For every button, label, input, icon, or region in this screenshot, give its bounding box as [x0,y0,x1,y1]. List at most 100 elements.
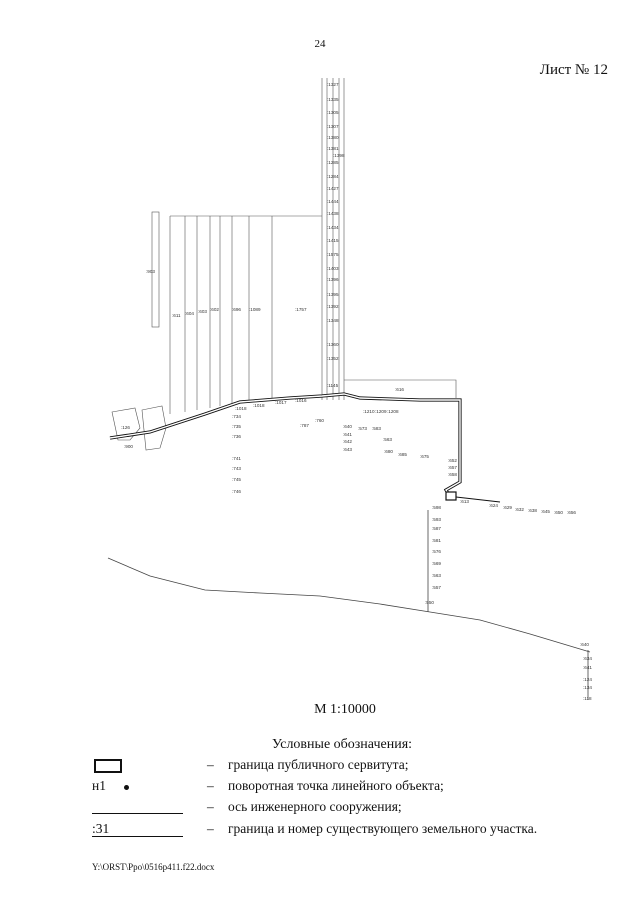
parcel-label: :124 [583,677,592,682]
parcel-label: :743 [232,466,241,471]
parcel-label: :1392 [327,304,339,309]
legend-dash: – [207,778,214,793]
parcel-label: :1210 [363,409,375,414]
parcel-label: :1089 [249,307,261,312]
parcel-label: :1018 [253,403,265,408]
parcel-label: :1348 [327,318,339,323]
parcel-label: :1434 [327,225,339,230]
legend-item-engineering-axis: – ось инженерного сооружения; [0,799,640,819]
document-file-path: Y:\ORST\Ppo\0516p411.f22.docx [92,862,215,872]
parcel-label: :1285 [327,160,339,165]
parcel-label: :736 [232,434,241,439]
turning-point-dot-icon [124,785,129,790]
parcel-label: :573 [358,426,367,431]
parcel-label: :1380 [327,135,339,140]
parcel-label: :1575 [327,252,339,257]
parcel-label: :583 [372,426,381,431]
parcel-label: :576 [432,549,441,554]
parcel-label: :1381 [327,146,339,151]
parcel-label: :1395 [327,292,339,297]
parcel-label: :557 [432,585,441,590]
parcel-label: :118 [583,696,592,701]
parcel-label: :593 [432,517,441,522]
parcel-label: :1017 [275,400,287,405]
parcel-label: :656 [567,510,576,515]
legend-title: Условные обозначения: [272,737,413,752]
legend-description: граница публичного сервитута; [228,757,409,772]
parcel-label: :741 [232,456,241,461]
parcel-label: :1360 [327,342,339,347]
parcel-label: :1444 [327,199,339,204]
engineering-axis-line [92,813,183,814]
parcel-label: :602 [210,307,219,312]
legend-description: поворотная точка линейного объекта; [228,778,444,793]
parcel-label: :1403 [327,266,339,271]
cadastral-map: :1327 :1335 :1305 :1307 :1380 :1381 :139… [107,78,592,701]
parcel-label: :675 [420,454,429,459]
parcel-label: :1757 [295,307,307,312]
parcel-label: :735 [232,424,241,429]
parcel-label: :629 [503,505,512,510]
parcel-label: :569 [432,561,441,566]
parcel-label: :616 [395,387,404,392]
parcel-label: :1398 [333,153,345,158]
parcel-label: :134 [583,685,592,690]
turning-point-label: н1 [92,778,106,793]
parcel-label: :1396 [327,277,339,282]
parcel-label: :613 [460,499,469,504]
legend-item-turning-point: н1 – поворотная точка линейного объекта; [0,778,640,798]
parcel-label: :1352 [327,356,339,361]
parcel-label: :1284 [327,174,339,179]
parcel-label: :641 [583,665,592,670]
parcel-label: :1335 [327,97,339,102]
parcel-label: :640 [580,642,589,647]
servitude-corridor [109,392,501,503]
parcel-label: :1327 [327,82,339,87]
parcel-label: :1208 [387,409,399,414]
parcel-label: :652 [448,458,457,463]
parcel-label: :563 [383,437,392,442]
parcel-label: :126 [121,425,130,430]
parcel-label: :903 [146,269,155,274]
parcel-label: :685 [398,452,407,457]
parcel-label: :734 [232,414,241,419]
parcel-label: :1307 [327,124,339,129]
parcel-label: :638 [528,508,537,513]
legend-description: ось инженерного сооружения; [228,799,402,814]
parcel-label: :645 [541,509,550,514]
parcel-label: :563 [432,573,441,578]
parcel-label: :1145 [327,383,339,388]
legend-dash: – [207,799,214,814]
map-scale: М 1:10000 [314,702,376,717]
parcel-label: :604 [185,311,194,316]
parcel-label: :657 [448,465,457,470]
parcel-label: :680 [384,449,393,454]
parcel-label: :640 [343,424,352,429]
parcel-label: :598 [432,505,441,510]
legend-dash: – [207,757,214,772]
parcel-label: :696 [232,307,241,312]
parcel-label: :658 [448,472,457,477]
parcel-label: :1438 [327,211,339,216]
parcel-label: :1209 [375,409,387,414]
parcel-label: :624 [489,503,498,508]
parcel-label: :760 [315,418,324,423]
legend-description: граница и номер существующего земельного… [228,821,538,836]
page-number: 24 [314,38,326,50]
land-parcel-label: :31 [92,821,110,836]
servitude-boundary-symbol [94,759,122,773]
parcel-label: :1427 [327,186,339,191]
legend-item-servitude-boundary: – граница публичного сервитута; [0,757,640,777]
parcel-label: :787 [300,423,309,428]
parcel-label: :550 [425,600,434,605]
southern-boundaries [107,510,591,700]
parcel-label: :641 [343,432,352,437]
parcel-label-group: :1327 :1335 :1305 :1307 :1380 :1381 :139… [121,82,592,701]
parcel-label: :643 [343,447,352,452]
parcel-label: :587 [432,526,441,531]
parcel-label: :603 [198,309,207,314]
parcel-boundaries [111,78,457,451]
parcel-label: :1018 [235,406,247,411]
sheet-label: Лист № 12 [539,62,608,78]
parcel-label: :581 [432,538,441,543]
